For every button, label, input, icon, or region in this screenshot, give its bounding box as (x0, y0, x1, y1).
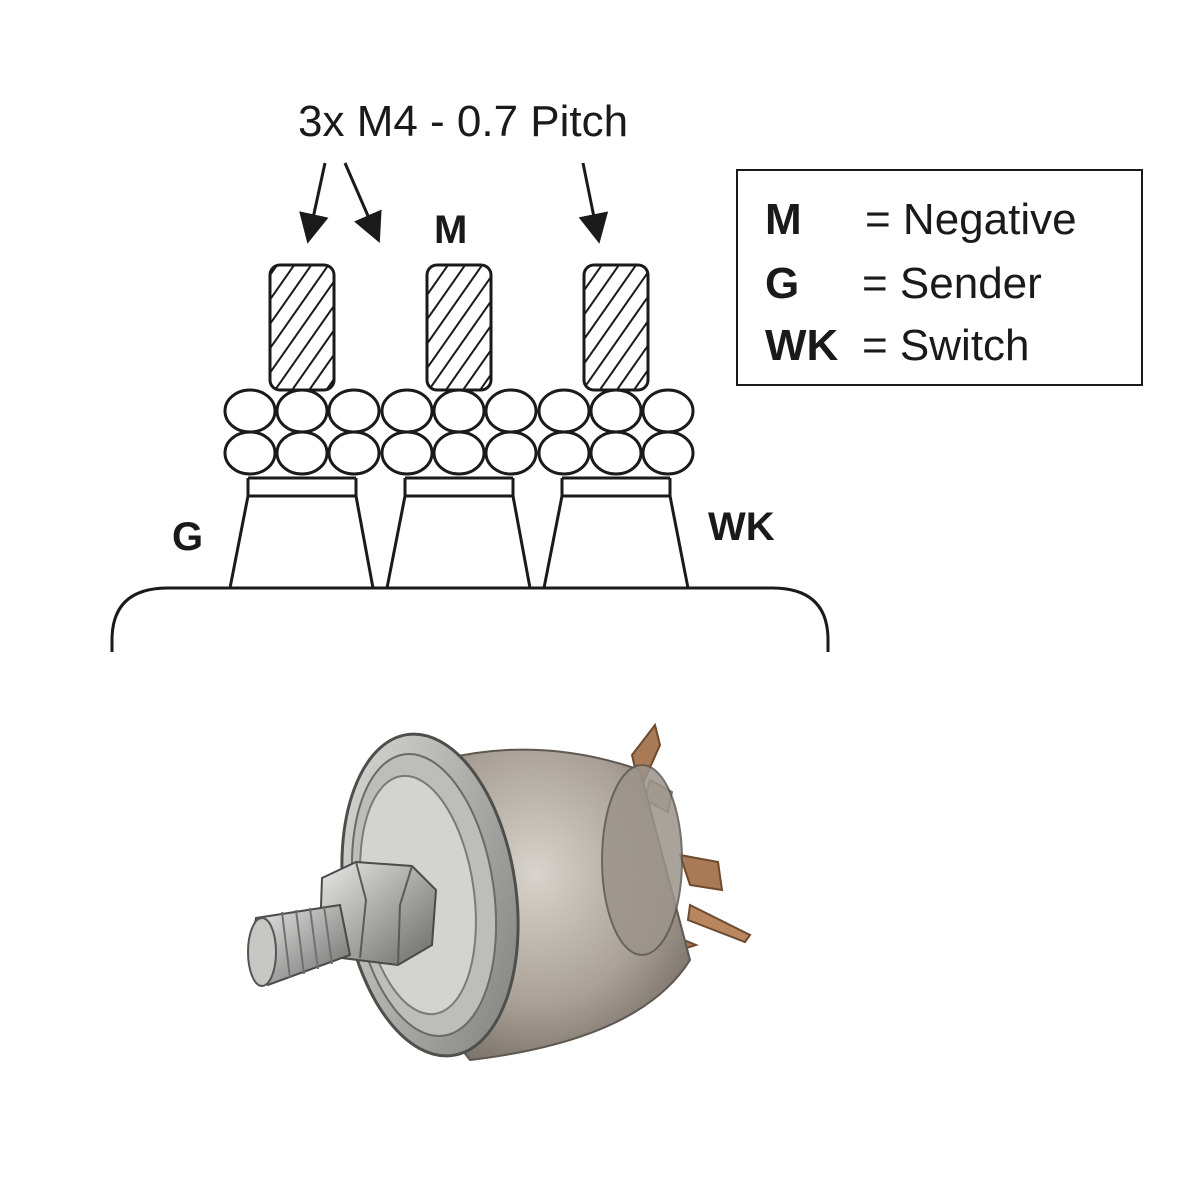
legend-value-wk: = Switch (862, 321, 1030, 370)
terminal-label-g: G (172, 515, 203, 559)
legend-value-m: = Negative (865, 195, 1077, 244)
legend-key-g: G (765, 259, 799, 308)
terminal-base (385, 495, 532, 589)
terminal-g (223, 263, 381, 589)
tab-terminal (686, 903, 752, 944)
housing-outline (110, 586, 830, 652)
legend-key-m: M (765, 195, 802, 244)
pointer-arrows (299, 162, 609, 244)
terminal-m (380, 263, 538, 589)
legend-key-wk: WK (765, 321, 839, 370)
terminal-base (542, 495, 690, 589)
arrow-to-wk-stud (578, 162, 609, 244)
terminal-label-m: M (434, 208, 467, 252)
sensor-photo (247, 722, 752, 1062)
legend-box: M = Negative G = Sender WK = Switch (736, 169, 1143, 386)
terminal-wk (537, 263, 695, 589)
arrow-to-m-stud (343, 162, 382, 244)
legend-value-g: = Sender (862, 259, 1042, 308)
thread-spec-label: 3x M4 - 0.7 Pitch (298, 97, 628, 146)
nut-stack (537, 388, 695, 476)
nut-stack (223, 388, 381, 476)
nut-stack (380, 388, 538, 476)
terminal-base (228, 495, 375, 589)
threaded-stud (582, 263, 650, 392)
legend-frame (736, 169, 1143, 386)
arrow-to-g-stud (299, 162, 329, 244)
tab-terminal (678, 853, 724, 892)
terminal-label-wk: WK (708, 505, 775, 549)
threaded-stud (425, 263, 493, 392)
threaded-stud (268, 263, 336, 392)
